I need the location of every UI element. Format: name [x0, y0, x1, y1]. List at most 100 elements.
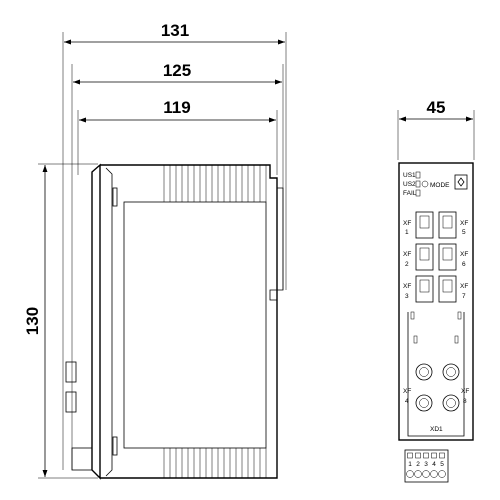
- terminal-pin-number: 5: [440, 461, 444, 468]
- connector-xd1-label: XD1: [430, 426, 443, 433]
- side-view: 131 125 119 130: [23, 21, 287, 480]
- port-xf8-label: XF: [461, 388, 469, 395]
- port-xf1-number: 1: [405, 229, 409, 236]
- rj45-socket: [438, 275, 457, 303]
- m12-port-xf8[interactable]: [442, 394, 460, 412]
- terminal-wire-entry: [430, 470, 438, 478]
- terminal-screw: [407, 452, 413, 459]
- m12-port-xf8-top[interactable]: [442, 363, 460, 381]
- rj45-port-xf2[interactable]: XF 2: [403, 243, 434, 271]
- front-view: 45 US1 US2 MODE FAIL XF 1 XF 2 XF 3: [397, 98, 475, 483]
- front-slot-top: [112, 187, 118, 207]
- port-xf5-label: XF: [460, 220, 468, 227]
- m12-socket: [415, 394, 433, 412]
- subpanel-marker: [454, 335, 459, 344]
- led-us1-indicator: [415, 171, 421, 179]
- terminal-wire-entry: [422, 470, 430, 478]
- rj45-socket: [415, 275, 434, 303]
- m12-socket-inner: [446, 398, 456, 408]
- subpanel-marker: [410, 311, 415, 320]
- front-face: [91, 163, 101, 480]
- rj45-port-xf6[interactable]: XF 6: [438, 243, 468, 271]
- terminal-pin-number: 2: [416, 461, 420, 468]
- m12-socket: [442, 394, 460, 412]
- port-xf4-number: 4: [405, 398, 409, 405]
- rj45-socket-inner: [442, 215, 453, 229]
- terminal-wire-entry: [406, 470, 414, 478]
- terminal-screw: [415, 452, 421, 459]
- port-xf5-number: 5: [462, 229, 466, 236]
- rj45-port-xf3[interactable]: XF 3: [403, 275, 434, 303]
- terminal-wire-entry: [438, 470, 446, 478]
- port-xf3-label: XF: [403, 283, 411, 290]
- m12-subpanel: [407, 312, 465, 437]
- port-xf1-label: XF: [403, 220, 411, 227]
- rj45-connector-side: [65, 361, 77, 383]
- rj45-socket-inner: [419, 215, 430, 229]
- terminal-screw: [423, 452, 429, 459]
- port-xf7-number: 7: [462, 293, 466, 300]
- m12-port-xf4[interactable]: [415, 394, 433, 412]
- terminal-block-body: [404, 449, 449, 483]
- led-fail-indicator: [415, 189, 421, 197]
- port-xf6-label: XF: [460, 251, 468, 258]
- rj45-port-xf7[interactable]: XF 7: [438, 275, 468, 303]
- mode-label: MODE: [430, 182, 450, 189]
- led-us2-label: US2: [403, 181, 416, 188]
- rj45-socket-inner: [442, 279, 453, 293]
- dimension-131-label: 131: [161, 21, 189, 40]
- mode-button[interactable]: [421, 180, 429, 188]
- housing-outline: [100, 164, 278, 479]
- m12-socket: [415, 363, 433, 381]
- port-xf4-label: XF: [403, 388, 411, 395]
- m12-socket-inner: [419, 367, 429, 377]
- din-rail-clip: [277, 187, 284, 291]
- port-xf2-number: 2: [405, 261, 409, 268]
- front-panel-outline: [398, 162, 474, 441]
- cooling-ribs-bottom: [163, 448, 267, 478]
- port-xf8-number: 8: [463, 398, 467, 405]
- dimension-130-label: 130: [23, 307, 42, 335]
- rj45-socket-inner: [419, 247, 430, 261]
- side-label-area: [123, 201, 267, 449]
- terminal-pin-number: 3: [424, 461, 428, 468]
- rj45-port-xf1[interactable]: XF 1: [403, 211, 434, 239]
- rj45-socket: [415, 211, 434, 239]
- brand-logo: [454, 174, 468, 190]
- rj45-port-xf5[interactable]: XF 5: [438, 211, 468, 239]
- led-fail-label: FAIL: [403, 190, 417, 197]
- port-xf7-label: XF: [460, 283, 468, 290]
- rj45-socket-inner: [442, 247, 453, 261]
- terminal-screw: [439, 452, 445, 459]
- port-xf6-number: 6: [462, 261, 466, 268]
- port-xf2-label: XF: [403, 251, 411, 258]
- rj45-socket: [438, 243, 457, 271]
- m12-socket-inner: [419, 398, 429, 408]
- terminal-pin-number: 1: [408, 461, 412, 468]
- logo-mark-icon: [457, 177, 465, 187]
- dimension-45-label: 45: [427, 98, 446, 117]
- port-xf3-number: 3: [405, 293, 409, 300]
- terminal-screw: [431, 452, 437, 459]
- led-us1-label: US1: [403, 172, 416, 179]
- m12-socket-inner: [446, 367, 456, 377]
- dimension-125-label: 125: [163, 61, 191, 80]
- terminal-pin-number: 4: [432, 461, 436, 468]
- rj45-socket-inner: [419, 279, 430, 293]
- subpanel-marker: [457, 311, 462, 320]
- m12-socket: [442, 363, 460, 381]
- side-housing: [65, 163, 284, 480]
- m12-connector-side: [65, 391, 77, 413]
- front-bezel: [105, 167, 113, 477]
- dimension-119-label: 119: [163, 98, 190, 117]
- rj45-socket: [438, 211, 457, 239]
- din-rail-latch: [269, 289, 278, 301]
- front-slot-bottom: [112, 436, 118, 456]
- m12-port-xf4-top[interactable]: [415, 363, 433, 381]
- terminal-wire-entry: [414, 470, 422, 478]
- terminal-block-side: [71, 447, 93, 471]
- cooling-ribs-top: [163, 165, 267, 202]
